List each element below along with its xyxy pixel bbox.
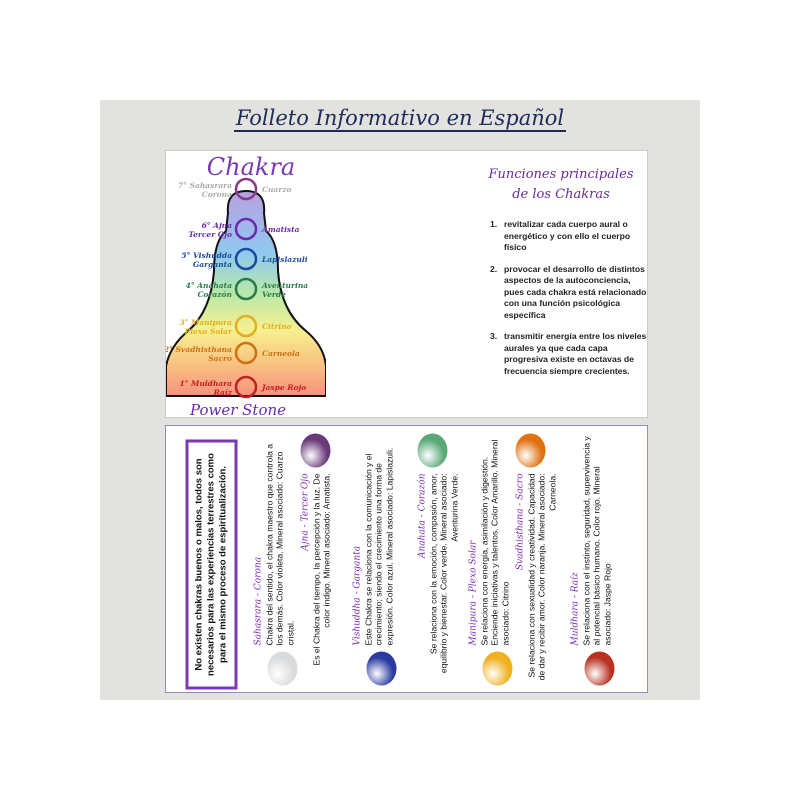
chakra-label: Cuarzo — [262, 185, 292, 194]
stone-image — [515, 433, 546, 468]
chakra-label: 2° Svadhisthana — [166, 345, 232, 354]
section-text: Este Chakra se relaciona con la comunica… — [363, 447, 394, 646]
section-text: Se relaciona con energía, asimilación y … — [479, 439, 510, 646]
chakra-label: 4° Anahata — [186, 281, 232, 290]
section-heading: Svadhisthana - Sacro — [515, 473, 526, 571]
section-text: Se relaciona con el instinto, seguridad,… — [581, 436, 612, 646]
chakra-label: Carneola — [262, 349, 300, 358]
chakra-label: Amatista — [261, 225, 300, 234]
chakra-label: Tercer Ojo — [188, 230, 232, 239]
chakra-label: Verde — [262, 290, 286, 299]
chakra-label: Garganta — [193, 260, 232, 269]
chakra-symbol-icon — [234, 247, 258, 271]
stone-image — [584, 651, 615, 686]
section-heading: Sahasrara - Corona — [253, 556, 264, 646]
section-text: Es el Chakra del tiempo, la percepción y… — [311, 473, 332, 666]
chakra-symbol-icon — [234, 177, 258, 201]
chakra-label: 6° Ajna — [202, 221, 233, 230]
stone-image — [482, 651, 513, 686]
figure-footer: Power Stone — [189, 401, 286, 419]
chakra-label: 7° Sahasrara — [178, 181, 232, 190]
section-text: Chakra del sentido, el chakra maestro qu… — [264, 443, 295, 646]
chakra-label: 5° Vishudda — [181, 251, 232, 260]
chakra-label: Raíz — [213, 388, 233, 397]
function-text: provocar el desarrollo de distintos aspe… — [504, 263, 647, 320]
chakra-label: Sacro — [208, 354, 232, 363]
section-heading: Ajna - Tercer Ojo — [300, 473, 311, 551]
chakra-symbol-icon — [234, 375, 258, 399]
functions-title-line2: de los Chakras — [512, 187, 610, 202]
chakra-label: Jaspe Rojo — [260, 383, 306, 392]
rotated-content: No existen chakras buenos o malos, todos… — [166, 426, 649, 694]
stone-image — [417, 433, 448, 468]
function-item: 3.transmitir energía entre los niveles a… — [490, 331, 647, 376]
chakra-label: 3° Manipura — [179, 318, 232, 327]
section-heading: Manipura - Plexo Solar — [468, 540, 479, 646]
chakra-label: Corona — [202, 190, 232, 199]
chakra-symbol-icon — [234, 217, 258, 241]
page-title: Folleto Informativo en Español — [100, 106, 700, 132]
function-text: transmitir energía entre los niveles aur… — [504, 331, 647, 376]
stone-image — [366, 651, 397, 686]
section-text: Se relaciona con sexualidad y creativida… — [526, 473, 557, 681]
chakra-label: Lapislazuli — [261, 255, 308, 264]
function-item: 2.provocar el desarrollo de distintos as… — [490, 263, 647, 320]
stone-image — [300, 433, 331, 468]
chakra-symbol-icon — [234, 341, 258, 365]
section-heading: Vishuddha - Garganta — [352, 545, 363, 646]
chakra-label: Corazón — [198, 290, 233, 299]
chakra-label: Aventurina — [261, 281, 308, 290]
section-heading: Anahata - Corazón — [417, 473, 428, 559]
note-box: No existen chakras buenos o malos, todos… — [185, 439, 238, 690]
chakra-symbol-icon — [234, 277, 258, 301]
chakra-symbol-icon — [234, 314, 258, 338]
stone-image — [267, 651, 298, 686]
function-text: revitalizar cada cuerpo aural o energéti… — [504, 219, 631, 252]
section-heading: Muldhara - Raíz — [570, 572, 581, 646]
functions-title-line1: Funciones principales — [488, 167, 634, 182]
section-text: Se relaciona con la emoción, compasión, … — [428, 473, 459, 674]
functions-title: Funciones principales de los Chakras — [476, 165, 646, 205]
chakra-label: 1° Muldhara — [179, 379, 232, 388]
bottom-panel: No existen chakras buenos o malos, todos… — [165, 425, 648, 693]
chakra-label: Citrino — [262, 322, 292, 331]
title-text: Folleto Informativo en Español — [233, 106, 567, 132]
function-item: 1.revitalizar cada cuerpo aural o energé… — [490, 219, 631, 252]
chakra-label: Plexo Solar — [184, 327, 233, 336]
functions-list: 1.revitalizar cada cuerpo aural o energé… — [486, 219, 648, 387]
figure-heading: Chakra — [207, 153, 295, 181]
